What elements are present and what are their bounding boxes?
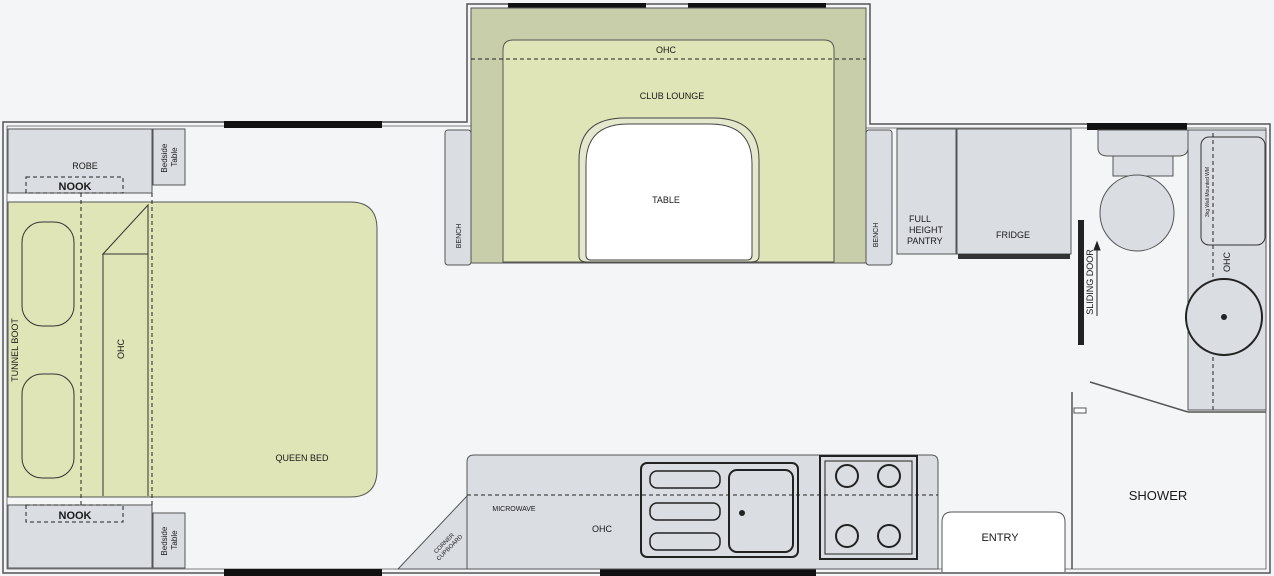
window-bedroom-bottom	[224, 569, 382, 576]
robe	[7, 128, 153, 194]
window-lounge-right	[688, 3, 826, 11]
ohc-bathroom-label: OHC	[1222, 252, 1232, 273]
club-lounge-label: CLUB LOUNGE	[640, 91, 705, 101]
sink-unit	[640, 462, 799, 558]
shower-stub	[1073, 407, 1087, 414]
window-kitchen	[600, 569, 816, 576]
bedside-table-bottom-label: Bedside Table	[160, 524, 179, 555]
corner-cupboard	[396, 494, 468, 570]
shower-label: SHOWER	[1129, 488, 1188, 503]
fridge	[956, 128, 1072, 255]
burner-4	[877, 524, 901, 548]
microwave-label: MICROWAVE	[492, 506, 535, 513]
sink-bowl	[728, 469, 794, 553]
nook-top-label: NOOK	[59, 181, 92, 193]
nook-top	[25, 176, 124, 194]
sliding-door	[1078, 220, 1084, 345]
kitchen-bench	[466, 454, 939, 570]
bench-left	[444, 129, 472, 266]
entry-door	[941, 511, 1066, 572]
table	[585, 123, 753, 261]
bench-right	[865, 129, 893, 266]
ohc-lounge-label: OHC	[656, 45, 677, 55]
bed-fold-corner	[101, 203, 149, 496]
drainer-slot-1	[649, 470, 721, 489]
full-height-pantry	[896, 128, 957, 255]
ohc-kitchen-label: OHC	[592, 524, 613, 534]
robe-label: ROBE	[72, 161, 98, 171]
basin-drain	[1221, 314, 1227, 320]
bedside-table-top-label: Bedside Table	[160, 141, 179, 172]
shower-screen-diagonal	[1089, 381, 1189, 413]
pillow-top	[21, 221, 75, 327]
sliding-door-arrow	[1093, 240, 1101, 316]
nook-bottom	[25, 504, 124, 523]
burner-1	[835, 464, 859, 488]
ohc-bed-label: OHC	[116, 339, 126, 360]
cooktop	[819, 455, 918, 560]
bedside-table-bottom	[152, 512, 186, 569]
washing-machine	[1200, 136, 1266, 246]
entry-label: ENTRY	[981, 532, 1019, 544]
bench-left-label: BENCH	[456, 224, 463, 249]
burner-2	[877, 464, 901, 488]
sliding-door-label: SLIDING DOOR	[1085, 249, 1095, 315]
washing-machine-label: 3kg Wall Mounted WM	[1205, 167, 1211, 217]
pantry-label: FULL HEIGHT PANTRY	[907, 214, 945, 246]
queen-bed	[7, 201, 378, 498]
robe-bottom	[7, 504, 153, 569]
tunnel-boot-label: TUNNEL BOOT	[10, 318, 20, 382]
windows	[224, 3, 1187, 576]
window-bathroom	[1087, 123, 1187, 130]
burner-3	[835, 524, 859, 548]
toilet	[1097, 129, 1189, 252]
queen-bed-label: QUEEN BED	[275, 453, 329, 463]
bench-right-label: BENCH	[873, 223, 880, 248]
fridge-door-edge	[958, 254, 1070, 259]
drainer-slot-2	[649, 502, 721, 521]
window-lounge-left	[508, 3, 646, 11]
pillow-bottom	[21, 373, 75, 479]
bedside-table-top	[152, 128, 186, 186]
nook-bottom-label: NOOK	[59, 510, 92, 522]
drainer-slot-3	[649, 532, 721, 551]
fridge-label: FRIDGE	[996, 230, 1030, 240]
sink-drain	[739, 510, 745, 516]
window-bedroom-top	[224, 121, 382, 128]
table-label: TABLE	[652, 195, 680, 205]
